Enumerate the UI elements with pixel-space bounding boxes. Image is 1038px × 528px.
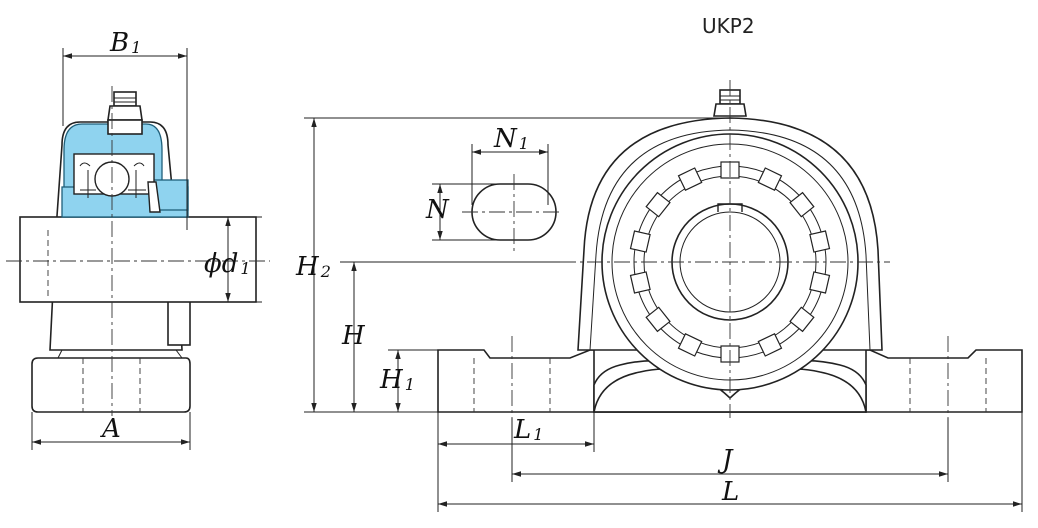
cage-tooth [757,167,783,192]
cage-tooth [789,306,815,333]
cage-tooth [645,306,671,333]
front-view [437,80,1023,418]
dim-label-j: J [717,445,734,475]
cage-tooth [677,332,703,357]
dim-label-l: L [721,477,739,507]
dim-label-n: N [425,195,450,225]
side-shaft [19,216,257,303]
cage-tooth [809,230,831,253]
cage-tooth [629,271,651,294]
cage-tooth [757,332,783,357]
cage-tooth [789,191,815,218]
cage-tooth [677,167,703,192]
side-grease-nipple [113,91,137,107]
dim-label-h: H [341,321,366,351]
side-base [31,357,191,413]
cage-tooth [645,191,671,218]
dim-label-a: A [100,414,121,444]
side-view [6,86,270,416]
cage-tooth [629,230,651,253]
cage-tooth [809,271,831,294]
front-cage-teeth [629,161,831,363]
front-base [437,349,595,413]
model-title: UKP2 [702,14,755,38]
